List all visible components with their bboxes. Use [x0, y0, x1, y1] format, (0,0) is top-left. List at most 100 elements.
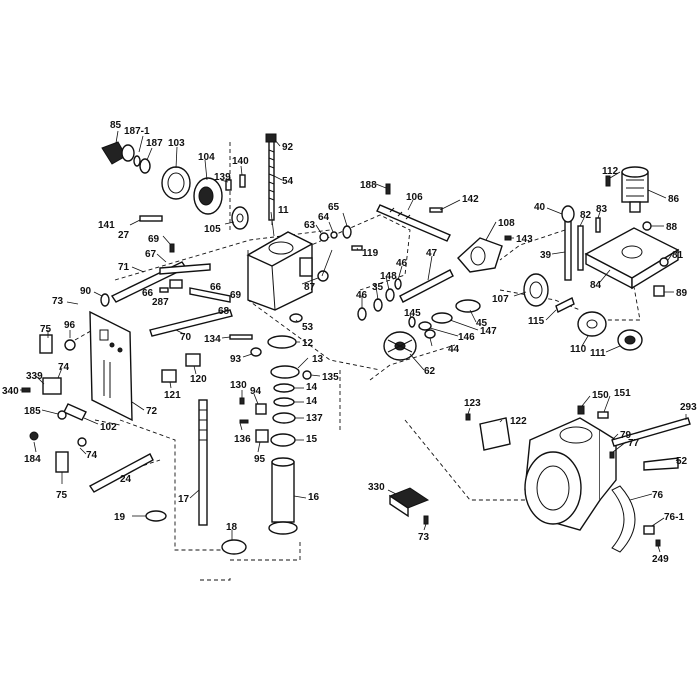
callout-12: 12: [302, 338, 314, 349]
callout-88: 88: [666, 222, 678, 233]
callout-89: 89: [676, 288, 688, 299]
part-89-nut: [653, 285, 665, 297]
callout-94: 94: [250, 386, 262, 397]
part-95-collar: [255, 429, 269, 443]
callout-340: 340: [2, 386, 19, 397]
callout-293: 293: [680, 402, 697, 413]
callout-15: 15: [306, 434, 318, 445]
part-72-plate: [89, 310, 133, 422]
part-151-bolt: [597, 411, 609, 419]
callout-142: 142: [462, 194, 479, 205]
callout-63: 63: [304, 220, 316, 231]
callout-141: 141: [98, 220, 115, 231]
part-ring-b: [77, 437, 87, 447]
part-146-gear: [418, 321, 432, 331]
part-110-gear: [577, 311, 607, 337]
callout-11: 11: [278, 205, 289, 216]
part-340-screw: [21, 387, 31, 393]
part-184-knob: [29, 431, 39, 441]
part-330-block: [388, 487, 430, 518]
callout-339: 339: [26, 371, 43, 382]
callout-16: 16: [308, 492, 320, 503]
part-35-bushing: [373, 298, 383, 312]
callout-24: 24: [120, 474, 132, 485]
callout-121: 121: [164, 390, 181, 401]
part-83-pin: [595, 217, 601, 233]
callout-122: 122: [510, 416, 527, 427]
callout-27: 27: [118, 230, 130, 241]
part-140-pin: [239, 174, 246, 188]
part-130-screw: [239, 397, 245, 405]
part-81-knob: [659, 257, 669, 267]
part-39-lever: [561, 205, 575, 281]
part-108-housing: [457, 237, 503, 273]
part-70-shaft: [149, 309, 233, 337]
callout-130: 130: [230, 380, 247, 391]
part-45-gear: [455, 299, 481, 313]
callout-83: 83: [596, 204, 608, 215]
callout-103: 103: [168, 138, 185, 149]
part-52-bolt: [643, 457, 679, 471]
callout-93: 93: [230, 354, 242, 365]
callout-143: 143: [516, 234, 533, 245]
callout-73b: 73: [418, 532, 430, 543]
callout-64: 64: [318, 212, 330, 223]
part-135-nut: [302, 370, 312, 380]
part-112-screw: [605, 175, 611, 187]
part-148-bushing: [385, 288, 395, 302]
part-142-key: [429, 207, 443, 213]
part-90-ring: [100, 293, 110, 307]
part-122-plate: [479, 417, 511, 451]
part-104-gear: [193, 177, 223, 215]
callout-187-1: 187-1: [124, 126, 150, 137]
callout-249: 249: [652, 554, 669, 565]
callout-17: 17: [178, 494, 190, 505]
callout-74a: 74: [58, 362, 70, 373]
part-103-cover: [161, 166, 191, 200]
callout-70: 70: [180, 332, 192, 343]
callout-184: 184: [24, 454, 41, 465]
callout-46a: 46: [396, 258, 408, 269]
part-75-bracket-a: [39, 334, 53, 354]
part-141-bolt: [139, 215, 163, 222]
part-139-pin: [225, 179, 232, 191]
callout-119: 119: [362, 248, 379, 259]
callout-110: 110: [570, 344, 587, 355]
callout-73a: 73: [52, 296, 64, 307]
part-77-screw: [609, 451, 615, 459]
callout-18: 18: [226, 522, 238, 533]
part-187-1-ring: [133, 155, 141, 167]
part-87-knob: [317, 270, 329, 282]
callout-40: 40: [534, 202, 546, 213]
part-293-rod: [611, 417, 691, 447]
part-66-bracket: [169, 279, 183, 289]
callout-66: 66: [142, 288, 154, 299]
callout-150: 150: [592, 390, 609, 401]
part-107-gear: [523, 273, 549, 307]
part-88-screw: [642, 221, 652, 231]
callout-68: 68: [218, 306, 230, 317]
callout-54: 54: [282, 176, 294, 187]
callout-139: 139: [214, 172, 231, 183]
callout-85: 85: [110, 120, 122, 131]
part-123-screw: [465, 413, 471, 421]
callout-14a: 14: [306, 382, 318, 393]
callout-66b: 66: [210, 282, 222, 293]
part-53-cap: [289, 313, 303, 323]
callout-75b: 75: [56, 490, 68, 501]
part-44-ring: [424, 329, 436, 339]
callout-65: 65: [328, 202, 340, 213]
part-249-screw: [655, 539, 661, 547]
part-73-screw-b: [423, 515, 429, 525]
part-13-ring: [270, 365, 300, 379]
part-85-knob: [101, 141, 135, 165]
assembly-guide-lines: [74, 140, 641, 581]
callout-69b: 69: [230, 290, 242, 301]
part-24-handle: [88, 453, 154, 493]
callout-92: 92: [282, 142, 294, 153]
callout-120: 120: [190, 374, 207, 385]
callout-45: 45: [476, 318, 488, 329]
part-63-screw: [319, 232, 329, 242]
callout-13: 13: [312, 354, 324, 365]
part-111-hub: [617, 329, 643, 351]
